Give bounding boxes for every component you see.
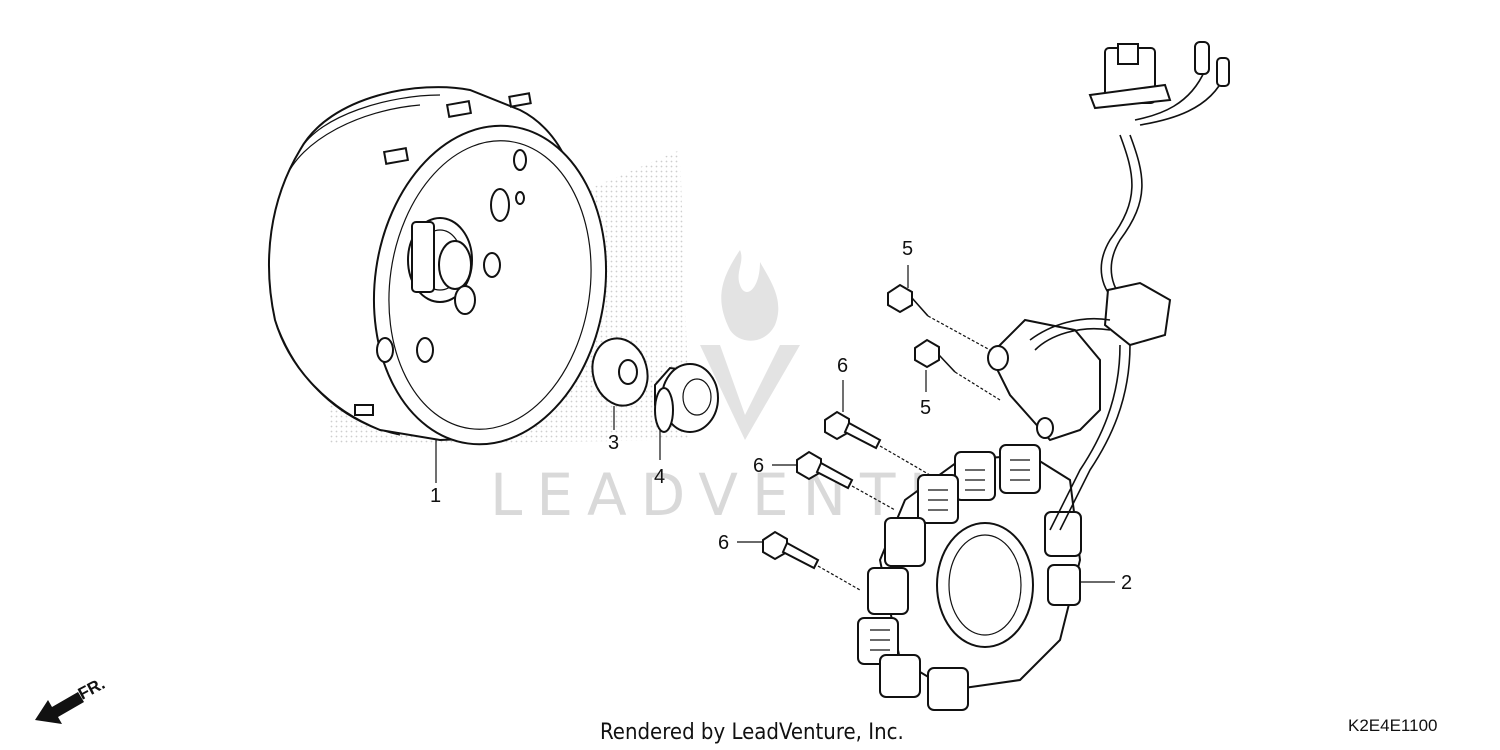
wire-harness [1029,41,1230,531]
pulser-coil [987,318,1101,442]
watermark-flame-icon [721,250,779,341]
stator [857,444,1082,711]
bolt-6-top [824,410,882,450]
bolt-5-upper [887,283,929,317]
flywheel-rotor [268,86,608,446]
front-arrow-icon [35,692,84,724]
bolt-6-bottom [762,530,820,570]
watermark-v-icon [700,345,800,440]
callout-1: 1 [430,485,441,507]
credit-text: Rendered by LeadVenture, Inc. [600,720,904,745]
diagram-code: K2E4E1100 [1348,716,1437,735]
front-direction-indicator: FR. [35,674,108,724]
washer [591,337,649,407]
watermark-text: LEADVENTU [490,461,966,529]
callout-2: 2 [1121,572,1132,594]
bolt-5-lower [914,338,956,373]
watermark: LEADVENTU [490,250,966,529]
bolt-6-middle [796,450,854,490]
callout-6-top: 6 [837,355,848,377]
callout-5-lower: 5 [920,397,931,419]
callout-4: 4 [654,466,665,488]
callout-6-middle: 6 [753,455,764,477]
leader-lines [435,265,1115,591]
callout-5-upper: 5 [902,238,913,260]
callout-6-bottom: 6 [718,532,729,554]
callout-3: 3 [608,432,619,454]
flange-nut [654,363,719,433]
